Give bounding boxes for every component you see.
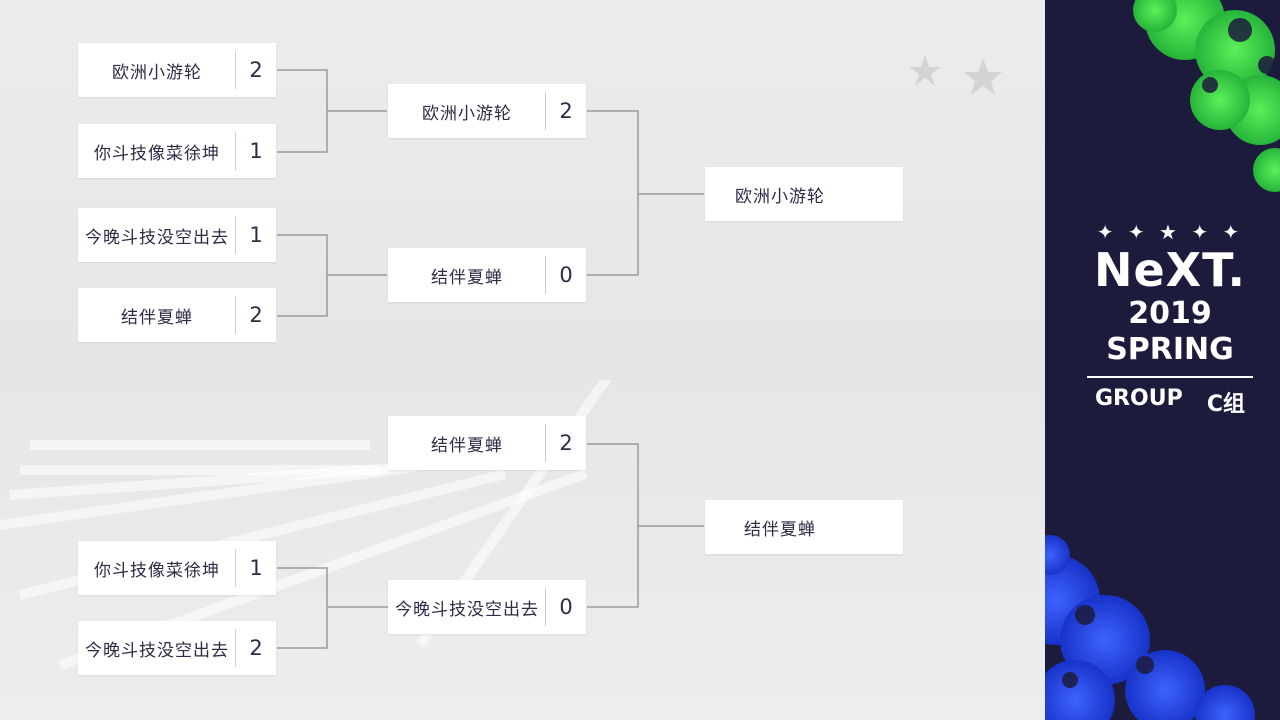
flower-center — [1202, 77, 1218, 93]
flower-center — [1062, 672, 1078, 688]
background-stripe — [20, 465, 380, 475]
brand-name: NeXT. — [1093, 243, 1247, 297]
flower-center — [1228, 18, 1252, 42]
team-name: 你斗技像菜徐坤 — [94, 143, 220, 164]
upper-r2-team-2: 结伴夏蝉 0 — [388, 248, 586, 302]
logo-stars: ✦ ✦ ★ ✦ ✦ — [1096, 220, 1244, 244]
team-score: 0 — [559, 263, 573, 287]
score-divider — [235, 549, 236, 587]
score-divider — [235, 629, 236, 667]
group-value: C组 — [1206, 392, 1245, 417]
connector-line — [277, 69, 328, 153]
team-name: 结伴夏蝉 — [121, 307, 193, 328]
bracket-lines — [277, 69, 704, 649]
team-name: 今晚斗技没空出去 — [395, 599, 539, 620]
green-flower — [1133, 0, 1177, 32]
decorative-stars — [909, 55, 1002, 95]
group-row: GROUP C组 — [1095, 386, 1245, 418]
floral-decoration — [1045, 0, 1280, 720]
team-name: 你斗技像菜徐坤 — [94, 560, 220, 581]
logo-divider — [1087, 376, 1253, 378]
score-divider — [545, 92, 546, 130]
green-flower — [1253, 148, 1280, 192]
season-label: 2019 SPRING — [1106, 296, 1234, 367]
upper-r2-team-1: 欧洲小游轮 2 — [388, 84, 586, 138]
team-score: 0 — [559, 595, 573, 619]
upper-r1-team-4: 结伴夏蝉 2 — [78, 288, 276, 342]
background-stripe — [30, 440, 370, 450]
score-divider — [235, 132, 236, 170]
score-divider — [235, 216, 236, 254]
connector-line — [277, 567, 328, 649]
team-name: 今晚斗技没空出去 — [85, 227, 229, 248]
flower-center — [1136, 656, 1154, 674]
green-flower — [1195, 10, 1275, 90]
team-score: 1 — [249, 139, 263, 163]
flower-center — [1258, 56, 1276, 74]
score-divider — [545, 588, 546, 626]
connector-line — [587, 443, 639, 608]
score-divider — [235, 51, 236, 89]
flower-center — [1075, 605, 1095, 625]
bracket-area: 欧洲小游轮 2 你斗技像菜徐坤 1 今晚斗技没空出去 1 结伴夏蝉 2 欧洲小游… — [0, 43, 1045, 720]
team-score: 1 — [249, 223, 263, 247]
team-score: 2 — [249, 58, 263, 82]
connector-line — [587, 110, 639, 276]
score-divider — [545, 256, 546, 294]
team-name: 欧洲小游轮 — [735, 186, 825, 207]
team-score: 2 — [249, 303, 263, 327]
team-name: 今晚斗技没空出去 — [85, 640, 229, 661]
lower-r1-team-2: 今晚斗技没空出去 2 — [78, 621, 276, 675]
green-flower — [1190, 70, 1250, 130]
lower-r2-team-2: 今晚斗技没空出去 0 — [388, 580, 586, 634]
star-icon — [909, 55, 941, 86]
team-score: 2 — [559, 99, 573, 123]
team-score: 2 — [559, 431, 573, 455]
team-score: 2 — [249, 636, 263, 660]
team-name: 结伴夏蝉 — [431, 267, 503, 288]
blue-flower — [1045, 660, 1115, 720]
lower-winner: 结伴夏蝉 — [705, 500, 903, 554]
score-divider — [235, 296, 236, 334]
upper-winner: 欧洲小游轮 — [705, 167, 903, 221]
team-name: 结伴夏蝉 — [431, 435, 503, 456]
event-logo: ✦ ✦ ★ ✦ ✦ NeXT. 2019 SPRING GROUP C组 — [1075, 220, 1265, 418]
lower-r1-team-1: 你斗技像菜徐坤 1 — [78, 541, 276, 595]
team-score: 1 — [249, 556, 263, 580]
group-label: GROUP — [1095, 386, 1183, 411]
background-stripes — [0, 380, 1045, 720]
upper-r1-team-1: 欧洲小游轮 2 — [78, 43, 276, 97]
team-name: 欧洲小游轮 — [422, 103, 512, 124]
star-icon — [964, 58, 1002, 95]
team-name: 欧洲小游轮 — [112, 62, 202, 83]
upper-r1-team-3: 今晚斗技没空出去 1 — [78, 208, 276, 262]
score-divider — [545, 424, 546, 462]
branding-panel — [1045, 0, 1280, 720]
upper-r1-team-2: 你斗技像菜徐坤 1 — [78, 124, 276, 178]
blue-flower — [1195, 685, 1255, 720]
lower-r2-team-1: 结伴夏蝉 2 — [388, 416, 586, 470]
connector-line — [277, 234, 328, 317]
team-name: 结伴夏蝉 — [744, 519, 816, 540]
blue-flower — [1045, 535, 1070, 575]
